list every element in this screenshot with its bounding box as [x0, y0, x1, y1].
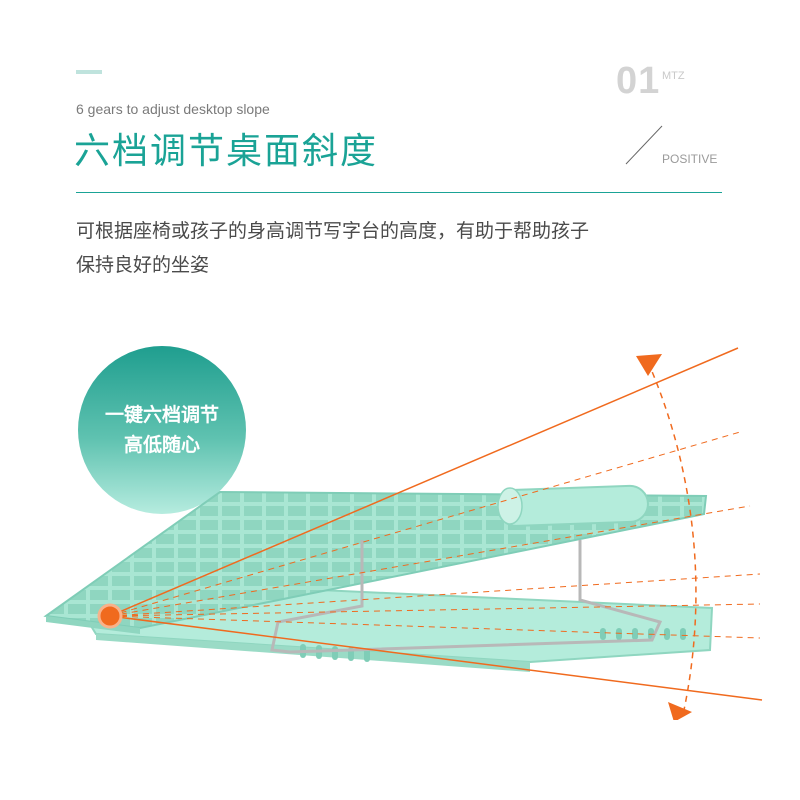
accent-dash	[76, 70, 102, 74]
stand-top-plate	[43, 484, 708, 634]
positive-label: POSITIVE	[662, 152, 718, 166]
subtitle-en: 6 gears to adjust desktop slope	[76, 101, 270, 117]
gear-lines	[109, 431, 761, 639]
header-divider	[76, 192, 722, 193]
description-line-2: 保持良好的坐姿	[76, 254, 210, 276]
section-number-suffix: MTZ	[662, 70, 685, 82]
pivot-icon	[97, 603, 123, 629]
metal-support	[270, 540, 663, 654]
slash-icon	[625, 125, 663, 165]
description: 可根据座椅或孩子的身高调节写字台的高度，有助于帮助孩子 保持良好的坐姿	[76, 214, 716, 282]
badge-line-2: 高低随心	[123, 434, 200, 456]
max-angle-line	[109, 347, 739, 617]
arrow-down-icon	[668, 702, 692, 720]
badge-line-1: 一键六档调节	[104, 404, 219, 426]
feature-badge: 一键六档调节 高低随心	[78, 346, 246, 514]
section-number: 01	[616, 60, 661, 102]
description-line-1: 可根据座椅或孩子的身高调节写字台的高度，有助于帮助孩子	[76, 220, 590, 242]
min-angle-line	[109, 615, 763, 701]
arrow-up-icon	[636, 354, 662, 376]
stand-illustration	[43, 347, 763, 720]
page-title: 六档调节桌面斜度	[74, 131, 379, 172]
angle-arc	[647, 361, 697, 711]
